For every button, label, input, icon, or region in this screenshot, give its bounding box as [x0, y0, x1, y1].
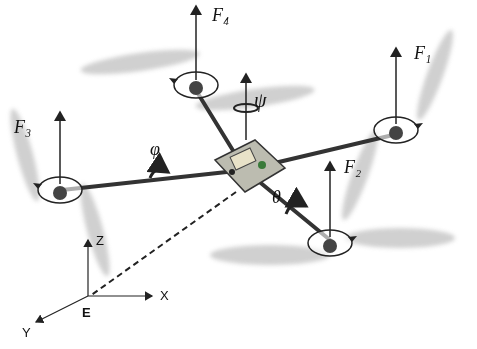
roll-label: φ — [150, 140, 160, 158]
axis-label: X — [160, 289, 169, 302]
origin-label: E — [82, 306, 91, 319]
axis-label: Z — [96, 234, 104, 247]
force-label: F₂ — [344, 158, 361, 176]
yaw-label: ψ — [254, 90, 266, 110]
axis-label: Y — [22, 326, 31, 339]
force-label: F₁ — [414, 44, 431, 62]
force-label: F₃ — [14, 118, 31, 136]
force-label: F₄ — [212, 6, 229, 24]
pitch-label: θ — [272, 188, 281, 206]
